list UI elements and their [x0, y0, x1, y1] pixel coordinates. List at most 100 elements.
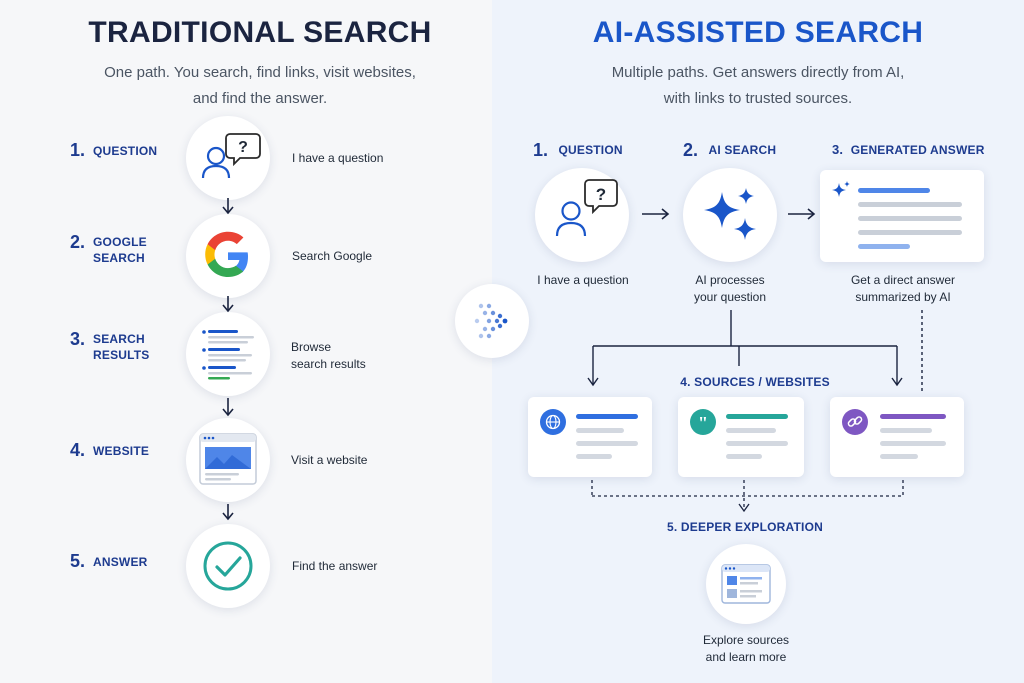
ai-step3-label: GENERATED ANSWER [850, 143, 985, 157]
source-card-line [726, 454, 762, 459]
ai-step2-desc: AI processes your question [672, 272, 788, 306]
ai-step2-heading: 2. AI SEARCH [683, 140, 776, 161]
person-question-icon: ? [201, 133, 261, 179]
trad-step3-desc-line2: search results [291, 357, 366, 371]
chevron-dots-icon [474, 303, 508, 339]
trad-step1-circle: ? [186, 116, 270, 200]
quote-icon: " [690, 409, 716, 435]
trad-step3-label: SEARCH RESULTS [93, 331, 150, 363]
person-question-icon: ? [555, 179, 618, 237]
trad-step2-number: 2. [70, 232, 86, 252]
source-card[interactable]: " [678, 397, 804, 477]
source-card-line [726, 441, 788, 446]
source-card-line [880, 441, 946, 446]
trad-step3-label-line2: RESULTS [93, 348, 150, 362]
trad-step3-desc-line1: Browse [291, 340, 332, 354]
trad-step4-circle [186, 418, 270, 502]
browser-window-icon [199, 433, 257, 485]
sources-heading: 4. SOURCES / WEBSITES [680, 375, 830, 389]
ai-subtitle: Multiple paths. Get answers directly fro… [492, 60, 1024, 112]
trad-step4-label: WEBSITE [93, 444, 150, 458]
svg-text:?: ? [596, 185, 606, 204]
source-card-line [726, 428, 776, 433]
source-card-line [880, 454, 918, 459]
ai-step2-circle [683, 168, 777, 262]
source-card-line [576, 428, 624, 433]
search-results-icon [202, 330, 254, 380]
source-card-line [576, 454, 612, 459]
ai-step1-circle: ? [535, 168, 629, 262]
sparkle-icon [832, 181, 850, 197]
sources-connector-lines [587, 310, 923, 392]
traditional-subtitle: One path. You search, find links, visit … [0, 60, 520, 112]
trad-step2-label-line1: GOOGLE [93, 235, 147, 249]
trad-step3-desc: Browse search results [291, 339, 366, 373]
deeper-exploration-desc-line1: Explore sources [702, 633, 790, 647]
answer-bar-heading [858, 188, 930, 193]
google-logo-icon [205, 231, 248, 277]
ai-step1-number: 1. [533, 140, 549, 160]
source-card-title-bar [576, 414, 638, 419]
ai-step3-desc-line2: summarized by AI [855, 290, 951, 304]
trad-step5-label: ANSWER [93, 555, 148, 569]
ai-step2-desc-line1: AI processes [695, 273, 765, 287]
trad-step3-number: 3. [70, 329, 86, 349]
traditional-subtitle-line2: and find the answer. [192, 90, 328, 107]
arrow-right-icon [642, 208, 670, 220]
ai-subtitle-line1: Multiple paths. Get answers directly fro… [611, 64, 905, 81]
globe-icon [540, 409, 566, 435]
exploration-connector-lines [591, 480, 904, 513]
source-card-line [880, 428, 932, 433]
source-card-line [576, 441, 638, 446]
ai-step3-number: 3. [832, 142, 844, 157]
traditional-flow-arrows [222, 198, 234, 521]
answer-bar-line [858, 244, 910, 249]
trad-step2-desc: Search Google [292, 249, 373, 263]
checkmark-icon [203, 541, 253, 591]
deeper-exploration-desc: Explore sources and learn more [686, 632, 806, 666]
sparkle-icon [704, 188, 756, 240]
traditional-title: TRADITIONAL SEARCH [88, 16, 432, 49]
deeper-exploration-desc-line2: and learn more [705, 650, 787, 664]
trad-step2-circle [186, 214, 270, 298]
ai-step3-heading: 3. GENERATED ANSWER [832, 141, 985, 159]
trad-step5-number: 5. [70, 551, 86, 571]
trad-step3-circle [186, 312, 270, 396]
source-card-title-bar [880, 414, 946, 419]
trad-step2-label: GOOGLE SEARCH [93, 234, 147, 266]
answer-bar-line [858, 230, 962, 235]
trad-step1-label: QUESTION [93, 144, 158, 158]
ai-step3-desc-line1: Get a direct answer [850, 273, 956, 287]
trad-step5-desc: Find the answer [292, 559, 378, 573]
browser-window-icon [721, 564, 771, 604]
generated-answer-card [820, 170, 984, 262]
ai-step1-desc: I have a question [537, 273, 629, 287]
ai-step3-desc: Get a direct answer summarized by AI [842, 272, 964, 306]
trad-step1-number: 1. [70, 140, 86, 160]
link-icon [842, 409, 868, 435]
ai-step1-heading: 1. QUESTION [533, 140, 623, 161]
ai-step2-number: 2. [683, 140, 699, 160]
deeper-exploration-heading: 5. DEEPER EXPLORATION [666, 520, 823, 534]
svg-text:?: ? [238, 139, 248, 156]
svg-text:": " [698, 413, 708, 433]
trad-step2-label-line2: SEARCH [93, 251, 145, 265]
trad-step1-desc: I have a question [292, 151, 384, 165]
source-card[interactable] [830, 397, 964, 477]
trad-step4-number: 4. [70, 440, 86, 460]
deeper-exploration-circle [706, 544, 786, 624]
trad-step3-label-line1: SEARCH [93, 332, 145, 346]
arrow-right-icon [788, 208, 816, 220]
trad-step4-desc: Visit a website [291, 453, 368, 467]
ai-step2-desc-line2: your question [693, 290, 767, 304]
ai-title: AI-ASSISTED SEARCH [592, 16, 924, 49]
ai-subtitle-line2: with links to trusted sources. [663, 90, 853, 107]
source-card-title-bar [726, 414, 788, 419]
traditional-subtitle-line1: One path. You search, find links, visit … [104, 64, 416, 81]
trad-step5-circle [186, 524, 270, 608]
comparison-chevron-circle [455, 284, 529, 358]
answer-bar-line [858, 202, 962, 207]
source-card[interactable] [528, 397, 652, 477]
answer-bar-line [858, 216, 962, 221]
ai-step1-label: QUESTION [558, 143, 623, 157]
